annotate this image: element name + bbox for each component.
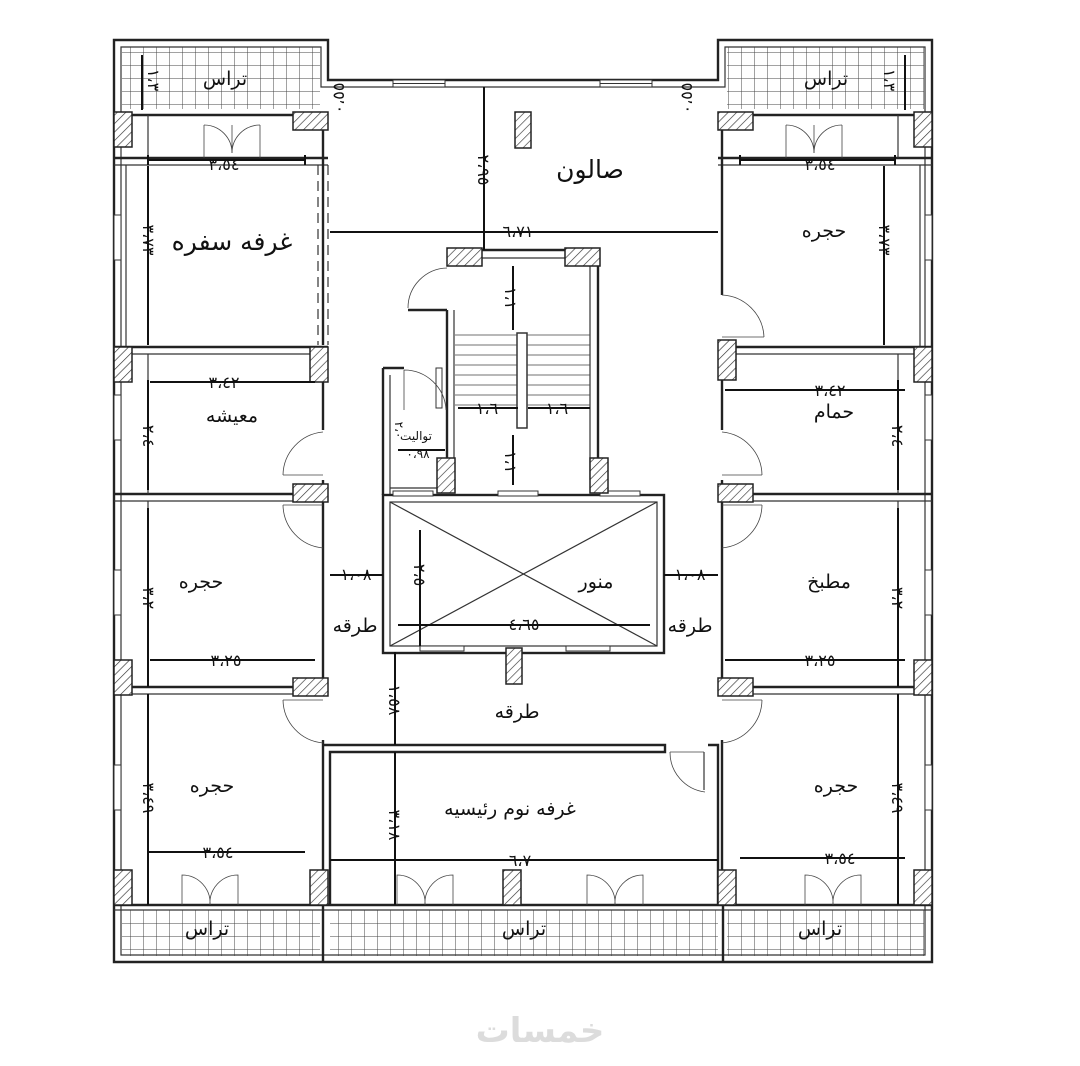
room-middle-left-label: حجره	[179, 571, 223, 593]
dim-master-width: ٦،٧	[509, 851, 532, 870]
terrace-top-left-label: تراس	[203, 68, 247, 90]
dim-living-height: ٢،٤	[139, 425, 158, 447]
dim-stair-top: ١،١	[501, 287, 520, 309]
dining-room-label: غرفه سفره	[172, 227, 293, 256]
master-bedroom-label: غرفه نوم رئيسيه	[444, 798, 576, 820]
corridor-left-label: طرقه	[333, 615, 378, 637]
walls	[112, 38, 934, 964]
dim-room-bl-width: ٣،٥٤	[203, 843, 234, 862]
dim-stair-bottom: ١،١	[501, 451, 520, 473]
dim-room-br-width: ٣،٥٤	[825, 849, 856, 868]
dim-living-width: ٣،٤٢	[209, 373, 240, 392]
dim-gap-right: ٠،٥٥	[677, 83, 696, 114]
doors	[181, 124, 862, 906]
dim-master-height: ٣،١٨	[385, 810, 404, 841]
columns	[113, 111, 933, 906]
dim-room-ml-width: ٣،٢٥	[211, 651, 242, 670]
dimension-labels: ١،٣ ١،٣ ٠،٥٥ ٠،٥٥ ٣،٥٤ ٣،٥٤ ٢،٩٥ ٦،٧١ ٣،…	[139, 69, 907, 870]
salon-label: صالون	[556, 155, 624, 184]
terrace-top-right-label: تراس	[804, 68, 848, 90]
dim-terrace-tr-width: ٣،٥٤	[805, 155, 836, 174]
dim-salon-height: ٢،٩٥	[474, 155, 493, 186]
room-labels: تراس تراس صالون غرفه سفره حجره معيشه حما…	[172, 68, 859, 940]
dim-room-br-height: ٣،٤٩	[888, 783, 907, 814]
dim-kitchen-height: ٣،٢	[888, 587, 907, 609]
dim-corridor-right: ١،٠٨	[675, 565, 706, 584]
dim-bath-width: ٣،٤٢	[815, 381, 846, 400]
dim-dining-height: ٣،٧٣	[139, 225, 158, 256]
terrace-bottom-left-label: تراس	[185, 918, 229, 940]
dim-shaft-height: ٢،٥	[410, 564, 429, 586]
dim-stair-right: ١،٦	[546, 399, 568, 418]
terrace-bottom-right-label: تراس	[798, 918, 842, 940]
dim-room-tr-height: ٣،٧٣	[875, 225, 894, 256]
dim-corridor-left: ١،٠٨	[341, 565, 372, 584]
staircase	[455, 332, 590, 429]
dim-shaft-width: ٤،٦٥	[509, 615, 540, 634]
dim-toilet-vertical: ٢،٠	[392, 422, 406, 439]
corridor-center-label: طرقه	[495, 701, 540, 723]
dimension-lines	[141, 55, 906, 905]
room-top-right-label: حجره	[802, 220, 846, 242]
bathroom-label: حمام	[814, 401, 854, 423]
dim-corridor-center: ١،٥٨	[385, 685, 404, 716]
room-bottom-left-label: حجره	[190, 775, 234, 797]
dim-room-ml-height: ٣،٢	[139, 587, 158, 609]
dim-salon-width: ٦،٧١	[503, 222, 534, 241]
dim-terrace-tr-height: ١،٣	[880, 69, 899, 92]
watermark: خمسات	[476, 1011, 605, 1051]
toilet-label: تواليت	[400, 429, 432, 444]
terrace-bottom-center-label: تراس	[502, 918, 546, 940]
room-bottom-right-label: حجره	[814, 775, 858, 797]
living-room-label: معيشه	[206, 405, 258, 427]
dim-bath-height: ٢،٤	[888, 425, 907, 447]
dim-room-bl-height: ٣،٤٩	[139, 783, 158, 814]
dim-kitchen-width: ٣،٢٥	[805, 651, 836, 670]
terrace-tiles	[122, 47, 924, 956]
corridor-right-label: طرقه	[668, 615, 713, 637]
kitchen-label: مطبخ	[807, 571, 851, 593]
dim-terrace-tl-width: ٣،٥٤	[209, 155, 240, 174]
dim-toilet-width: ٠،٩٨	[406, 447, 430, 461]
dim-gap-left: ٠،٥٥	[329, 83, 348, 114]
dim-terrace-tl-height: ١،٣	[144, 69, 163, 92]
dim-stair-left: ١،٦	[476, 399, 498, 418]
light-shaft-label: منور	[578, 571, 614, 593]
